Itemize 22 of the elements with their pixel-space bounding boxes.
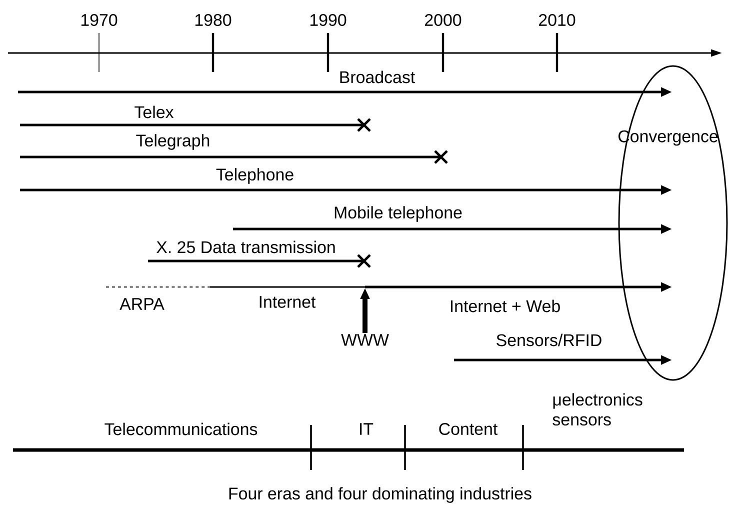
convergence-ellipse — [618, 65, 728, 381]
year-label: 2010 — [539, 14, 576, 26]
era-label: IT — [360, 423, 374, 435]
edge-label: Telephone — [216, 168, 294, 184]
era-label: μelectronics sensors — [552, 393, 642, 426]
edge-label: Sensors/RFID — [496, 334, 602, 346]
bar-label: Internet — [260, 296, 316, 308]
edge-label: Broadcast — [340, 70, 415, 84]
bar-label: ARPA — [120, 298, 164, 310]
year-label: 1980 — [195, 14, 232, 26]
year-label: 1970 — [81, 14, 118, 26]
era-label: Content — [439, 422, 498, 435]
node-label: WWW — [341, 334, 389, 346]
bar-label: Telex — [134, 106, 174, 118]
edge-label: Mobile telephone — [334, 206, 462, 222]
caption: Four eras and four dominating industries — [229, 487, 532, 503]
year-label: 2000 — [425, 14, 462, 26]
era-label: Telecommunications — [104, 422, 258, 436]
bar-label: X. 25 Data transmission — [156, 240, 335, 254]
edge-label: Internet + Web — [450, 300, 560, 312]
bar-label: Telegraph — [136, 134, 210, 150]
year-label: 1990 — [310, 14, 346, 26]
